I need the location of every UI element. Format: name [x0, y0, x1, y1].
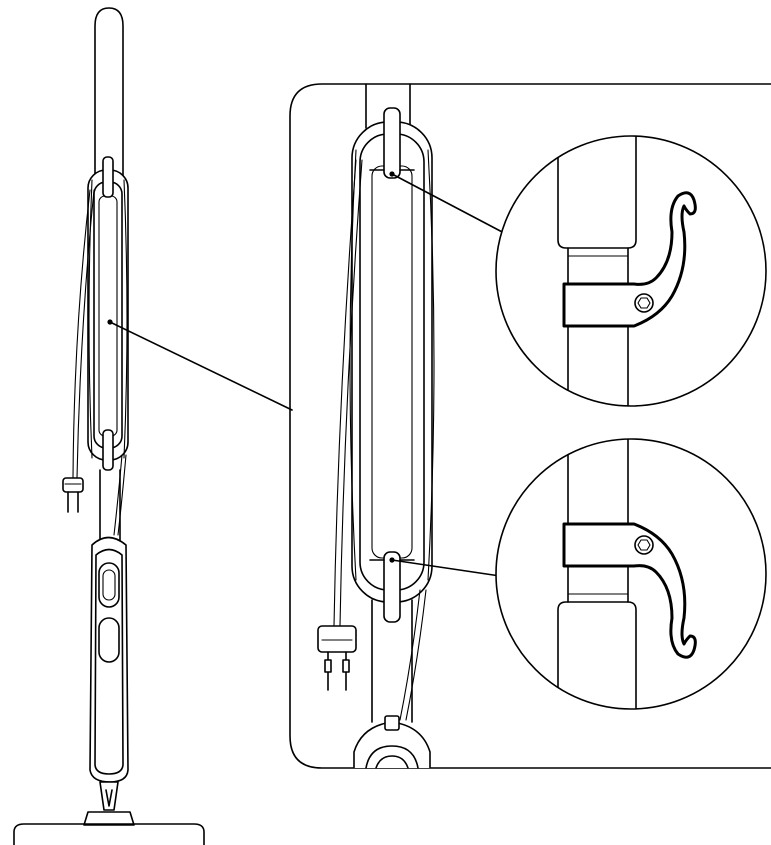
cord-hooks-zoom-panel — [289, 83, 771, 769]
mop-swivel — [83, 811, 135, 826]
panel-cord-bracket-outer — [351, 121, 433, 603]
hanging-cord — [72, 189, 95, 479]
leader-line-to-panel — [107, 319, 293, 411]
zoom-panel-frame — [289, 83, 771, 769]
cord-into-body — [113, 454, 127, 536]
upper-cord-hook-small — [102, 156, 114, 198]
mop-body-inner-outline — [94, 548, 124, 775]
panel-lower-hook — [369, 551, 415, 623]
panel-cord-into-body — [399, 589, 427, 721]
body-button-upper-inner — [102, 569, 116, 601]
lower-hook-detail — [495, 438, 767, 710]
panel-upper-hook — [369, 107, 415, 179]
mop-head — [13, 823, 205, 845]
panel-plug — [317, 625, 357, 691]
wrapped-cord-loop — [88, 179, 128, 459]
lower-hook-screw-nut — [637, 539, 651, 551]
upper-hook-clamp — [562, 191, 697, 328]
leader-line-upper-detail — [391, 173, 507, 235]
plug-small — [62, 477, 84, 513]
mop-neck-detail — [105, 789, 113, 807]
panel-wrapped-cord — [349, 149, 435, 581]
upper-hook-detail — [495, 135, 767, 407]
upper-handle-tube — [94, 7, 124, 177]
body-button-lower — [98, 617, 120, 663]
panel-tube-lower — [371, 599, 413, 723]
panel-tube-top — [365, 83, 411, 129]
panel-body-ring-inner — [375, 755, 409, 769]
upper-hook-screw-ring — [634, 293, 654, 313]
mop-neck — [99, 781, 119, 811]
panel-body-ring — [365, 745, 419, 769]
upper-hook-screw-nut — [637, 297, 651, 309]
steam-mop-full-view — [13, 7, 205, 845]
lower-hook-clamp — [562, 522, 697, 659]
lower-hook-screw-ring — [634, 535, 654, 555]
panel-hanging-cord — [333, 159, 363, 627]
lower-cord-hook-small — [102, 429, 114, 471]
leader-line-lower-detail — [391, 559, 501, 577]
body-button-upper — [98, 562, 120, 608]
